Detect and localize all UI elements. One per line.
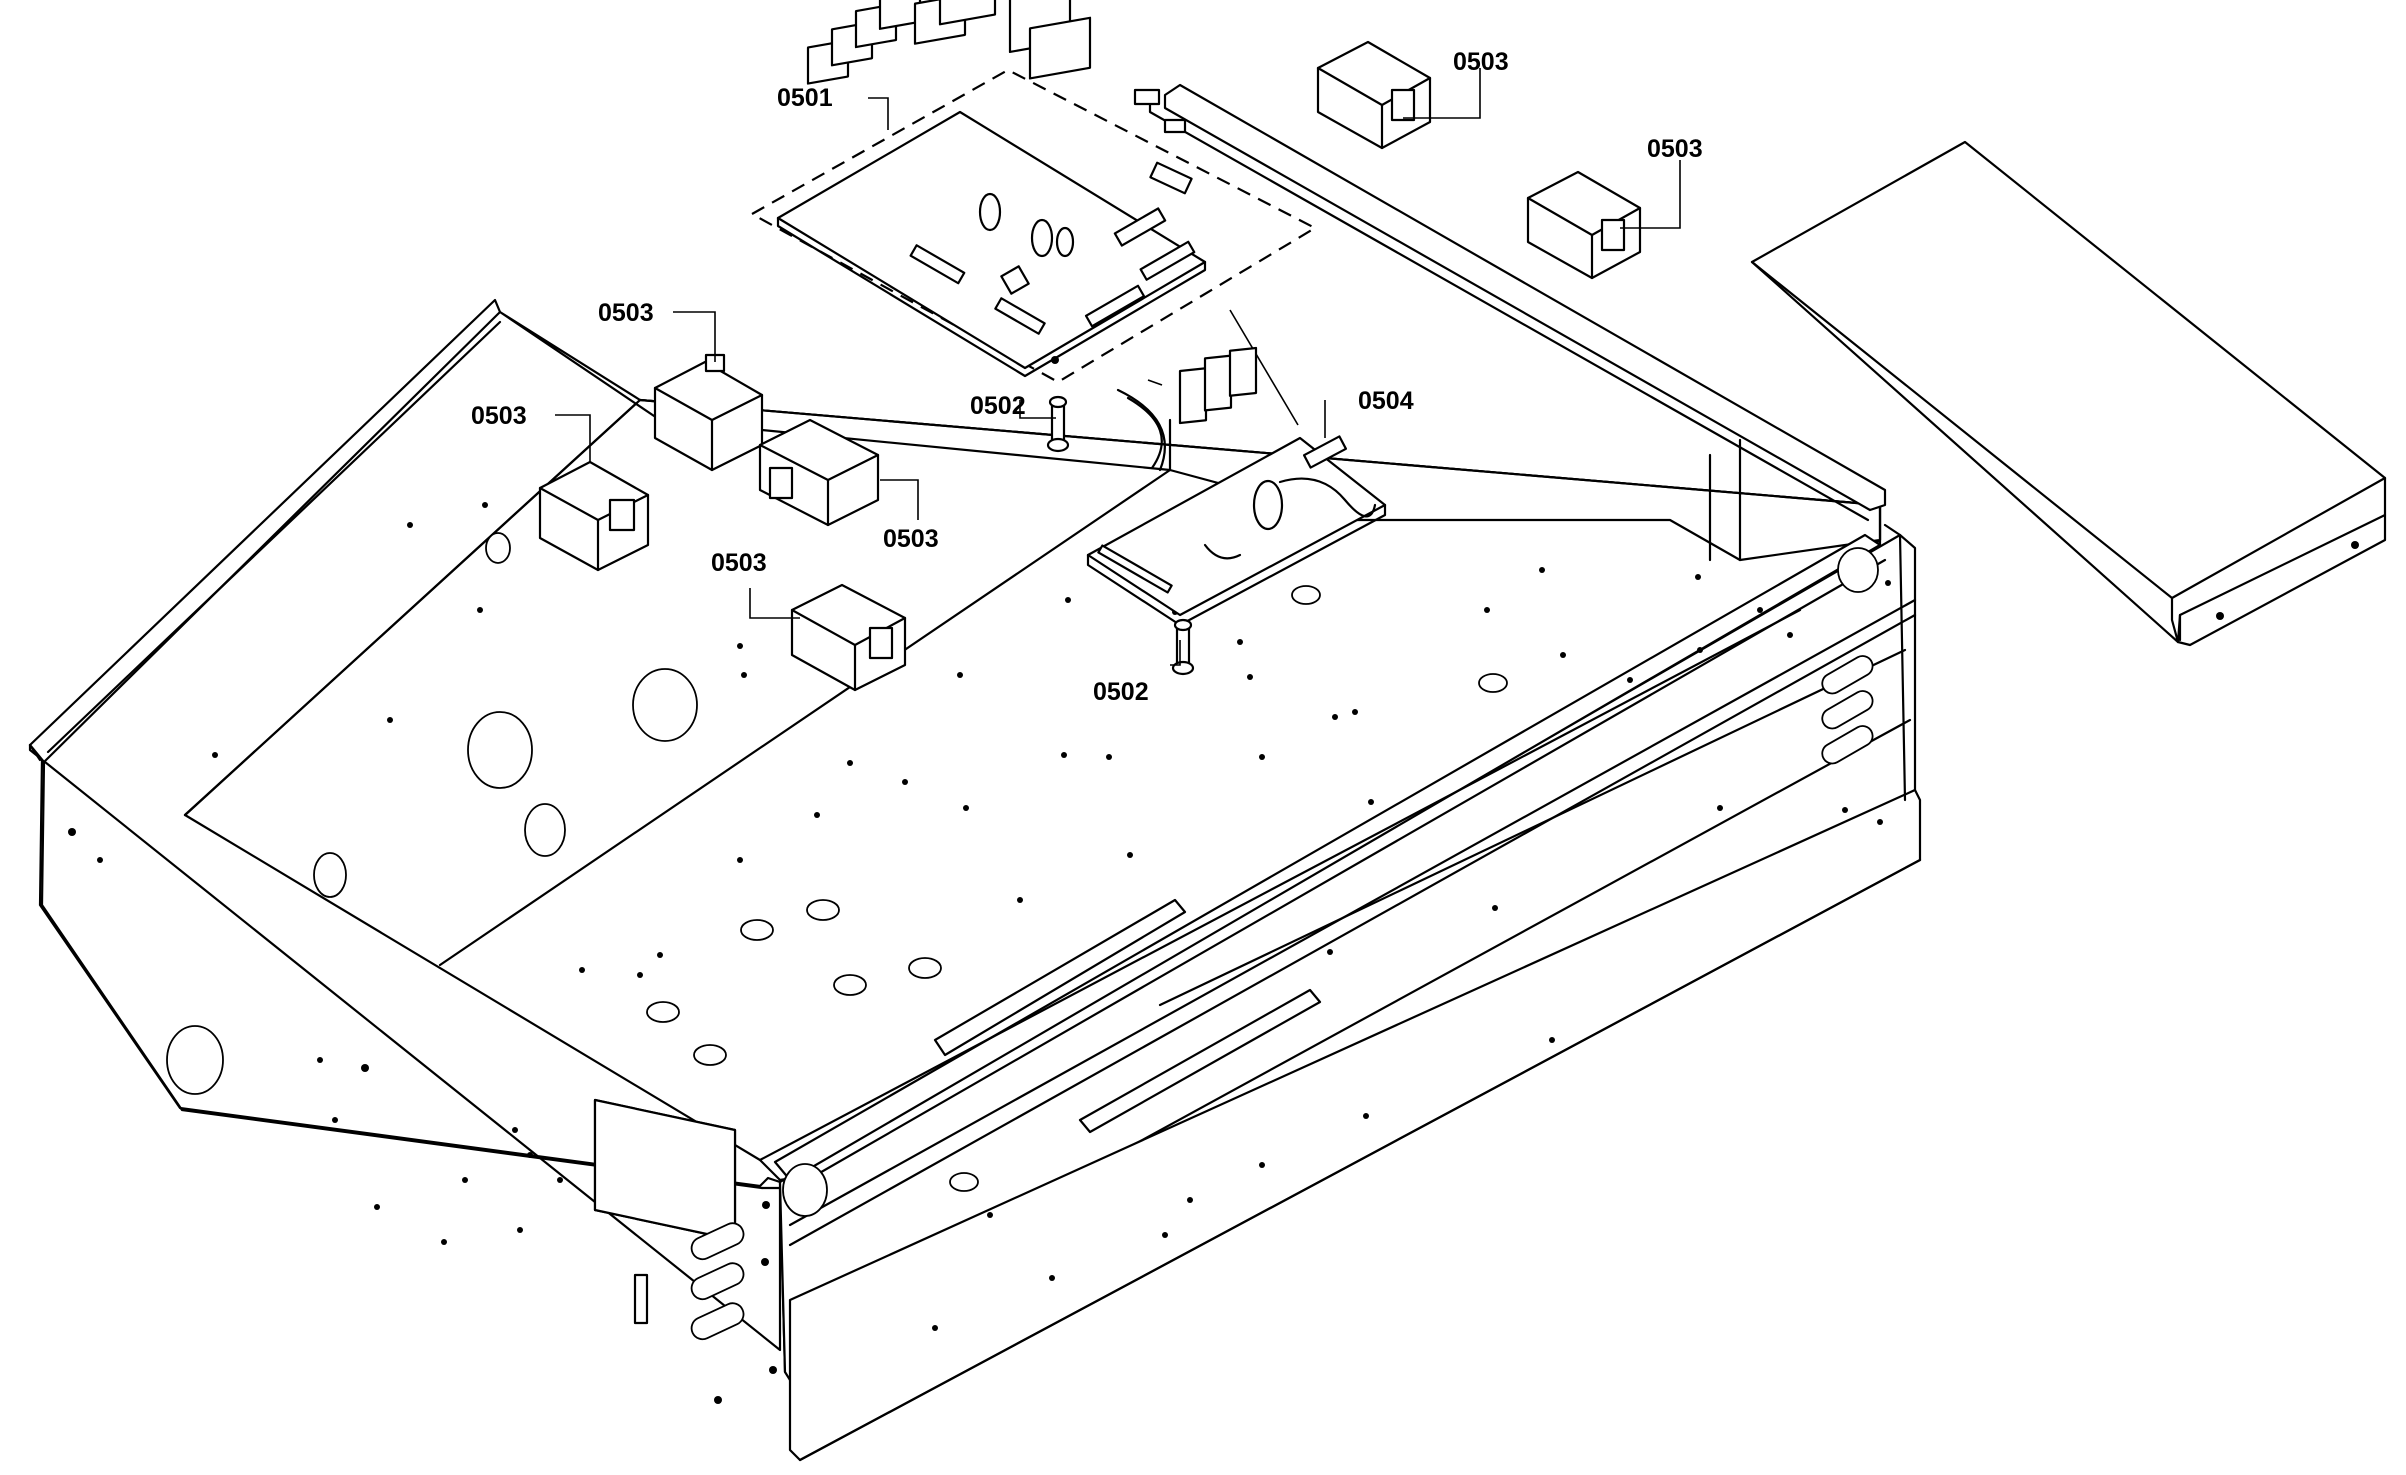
knockout-hole	[467, 711, 533, 789]
cover-panel	[1750, 140, 2387, 647]
knockout-hole	[166, 1025, 224, 1095]
callout-0502-upper: 0502	[970, 392, 1026, 420]
mounting-holes	[68, 502, 1891, 1404]
callout-0503-left-upper: 0503	[598, 299, 654, 327]
callout-0503-top-right-upper: 0503	[1453, 48, 1509, 76]
knockout-hole	[524, 803, 566, 857]
relay-left-outer	[538, 460, 650, 572]
floor-grommets	[646, 585, 1508, 1192]
knockout-hole	[313, 852, 347, 898]
callout-0503-lower-center: 0503	[711, 549, 767, 577]
chassis-rear-rail	[1163, 83, 1887, 512]
callout-0503-left-outer: 0503	[471, 402, 527, 430]
relay-top-right-upper	[1316, 40, 1432, 150]
relay-top-right-lower	[1526, 170, 1642, 280]
callout-0504: 0504	[1358, 387, 1414, 415]
relay-left-upper	[653, 353, 764, 472]
callout-0501: 0501	[777, 84, 833, 112]
relay-center	[758, 418, 880, 527]
filter-board	[1086, 346, 1387, 627]
callout-0502-lower: 0502	[1093, 678, 1149, 706]
wire-harness-arc	[1116, 388, 1166, 472]
main-control-board	[749, 0, 1318, 384]
standoff-upper	[1046, 395, 1070, 453]
chassis-left-wall	[28, 743, 782, 1352]
standoff-lower	[1171, 618, 1195, 676]
chassis-top-rail	[773, 533, 1882, 1182]
relay-lower-center	[790, 583, 907, 692]
knockout-hole	[485, 532, 511, 564]
knockout-hole	[632, 668, 698, 742]
callout-0503-top-right-lower: 0503	[1647, 135, 1703, 163]
chassis	[28, 83, 1922, 1462]
callout-0503-center: 0503	[883, 525, 939, 553]
